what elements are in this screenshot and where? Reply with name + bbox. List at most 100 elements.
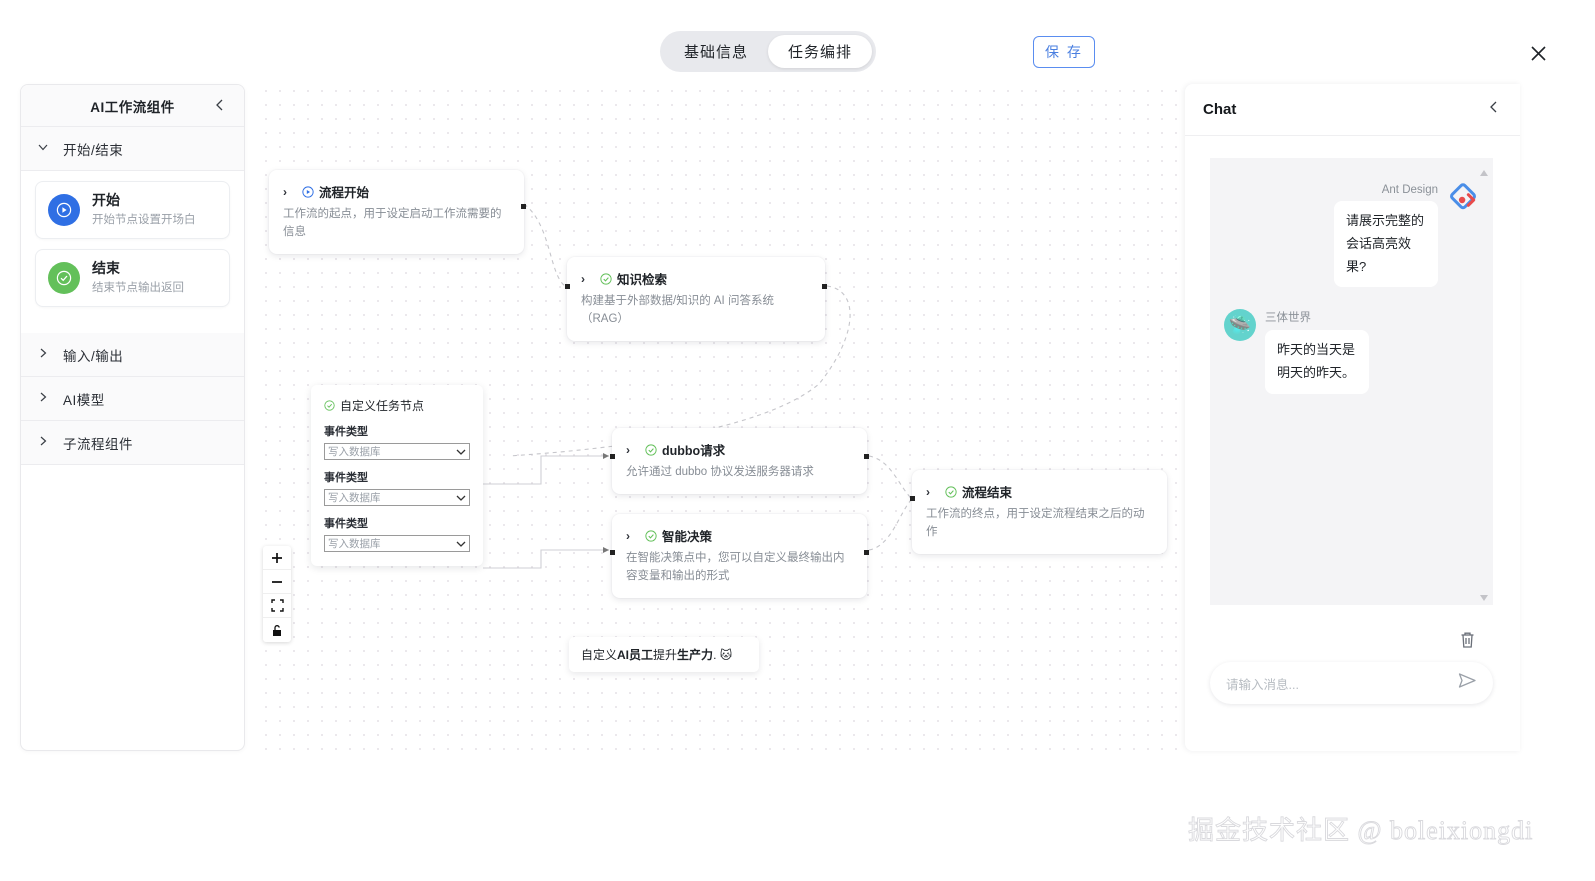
node-dubbo-request[interactable]: › dubbo请求 允许通过 dubbo 协议发送服务器请求 (610, 428, 869, 494)
view-mode-segmented-control[interactable]: 基础信息 任务编排 (660, 31, 876, 72)
send-icon[interactable] (1458, 672, 1477, 694)
node-description: 在智能决策点中，您可以自定义最终输出内容变量和输出的形式 (626, 552, 845, 582)
lock-icon[interactable] (263, 618, 291, 642)
chat-message-bubble: 请展示完整的会话高亮效果? (1334, 201, 1438, 288)
tab-basic-info[interactable]: 基础信息 (683, 44, 748, 61)
scroll-up-arrow-icon[interactable] (1479, 164, 1489, 176)
edge-decision-to-end (868, 499, 912, 551)
node-knowledge-retrieval[interactable]: › 知识检索 构建基于外部数据/知识的 AI 问答系统（RAG） (565, 257, 827, 341)
chevron-right-icon (37, 346, 49, 364)
node-title: 流程开始 (319, 186, 370, 200)
sidebar-item-title: 开始 (92, 191, 120, 208)
node-title: dubbo请求 (662, 444, 726, 458)
chevron-right-icon[interactable]: › (626, 442, 630, 457)
check-circle-icon (645, 443, 657, 456)
chat-message-sender: 三体世界 (1265, 312, 1311, 325)
canvas-toolbar (263, 546, 291, 642)
tab-task-orchestration[interactable]: 任务编排 (768, 35, 872, 68)
chevron-down-icon (456, 495, 466, 501)
chat-title: Chat (1203, 101, 1237, 118)
save-button[interactable]: 保 存 (1033, 36, 1095, 68)
node-intelligent-decision[interactable]: › 智能决策 在智能决策点中，您可以自定义最终输出内容变量和输出的形式 (610, 514, 869, 598)
node-title-wrap: 流程开始 (302, 182, 369, 201)
sidebar-group-items: 开始 开始节点设置开场白 结束 结束节点输出返回 (21, 171, 244, 333)
chevron-down-icon (456, 541, 466, 547)
check-circle-icon (645, 529, 657, 542)
zoom-out-icon[interactable] (263, 570, 291, 594)
sidebar-title: AI工作流组件 (90, 99, 175, 115)
sidebar-header: AI工作流组件 (21, 85, 244, 127)
select-value: 写入数据库 (328, 492, 381, 504)
node-port-left[interactable] (610, 550, 615, 555)
chevron-right-icon[interactable]: › (581, 271, 585, 286)
text-note-bold-2: 生产力 (677, 648, 714, 662)
node-flow-end[interactable]: › 流程结束 工作流的终点，用于设定流程结束之后的动作 (910, 470, 1167, 554)
select-event-type-3[interactable]: 写入数据库 (324, 535, 470, 552)
check-circle-icon (945, 485, 957, 498)
chat-input-placeholder[interactable]: 请输入消息... (1226, 677, 1299, 692)
sidebar-item-title: 结束 (92, 259, 120, 276)
sidebar-item-desc: 开始节点设置开场白 (92, 213, 196, 226)
sidebar-group-label: 开始/结束 (63, 142, 124, 158)
node-title: 智能决策 (662, 530, 713, 544)
text-note-bold-1: AI员工 (617, 648, 654, 662)
sidebar-item-start[interactable]: 开始 开始节点设置开场白 (35, 181, 230, 239)
sidebar-group-subflow[interactable]: 子流程组件 (21, 421, 244, 465)
close-icon[interactable] (1526, 41, 1550, 65)
node-port-left[interactable] (910, 496, 915, 501)
node-title-wrap: 智能决策 (645, 526, 712, 545)
edge-arrowheads (603, 453, 609, 553)
scroll-down-arrow-icon[interactable] (1479, 589, 1489, 601)
node-title: 自定义任务节点 (340, 399, 425, 413)
node-port-right[interactable] (822, 284, 827, 289)
node-port-left[interactable] (610, 454, 615, 459)
sidebar-group-label: 输入/输出 (63, 348, 124, 364)
sidebar-item-end[interactable]: 结束 结束节点输出返回 (35, 249, 230, 307)
text-note-suffix: . 🐱 (713, 647, 733, 662)
chat-message: Ant Design 请展示完整的会话高亮效果? (1210, 158, 1493, 288)
node-header: › 流程开始 (283, 182, 510, 201)
node-title: 知识检索 (617, 273, 668, 287)
check-circle-icon (600, 272, 612, 285)
top-bar: 基础信息 任务编排 保 存 (0, 0, 1595, 80)
chat-input-bar[interactable]: 请输入消息... (1210, 662, 1493, 704)
node-text-note[interactable]: 自定义 AI员工 提升 生产力. 🐱 (569, 637, 759, 672)
node-flow-start[interactable]: › 流程开始 工作流的起点，用于设定启动工作流需要的信息 (269, 170, 526, 254)
chevron-right-icon[interactable]: › (926, 484, 930, 499)
text-note-mid: 提升 (653, 648, 678, 662)
select-value: 写入数据库 (328, 446, 381, 458)
edge-task-to-dubbo (483, 455, 607, 485)
chevron-right-icon[interactable]: › (283, 184, 287, 199)
select-event-type-2[interactable]: 写入数据库 (324, 489, 470, 506)
check-circle-icon (324, 400, 335, 411)
node-port-left[interactable] (565, 284, 570, 289)
edge-dubbo-to-end (868, 455, 912, 499)
chat-message: 🛸 三体世界 昨天的当天是明天的昨天。 (1210, 287, 1493, 394)
select-value: 写入数据库 (328, 538, 381, 550)
chat-message-list[interactable]: Ant Design 请展示完整的会话高亮效果? 🛸 (1210, 158, 1493, 605)
sidebar-group-input-output[interactable]: 输入/输出 (21, 333, 244, 377)
chevron-left-icon[interactable] (212, 97, 228, 115)
chevron-right-icon[interactable]: › (626, 528, 630, 543)
node-port-right[interactable] (864, 550, 869, 555)
chevron-left-icon[interactable] (1486, 99, 1502, 120)
chat-panel: Chat Ant Design 请展示完整的会话高亮效果? (1185, 84, 1520, 751)
sidebar-group-ai-model[interactable]: AI模型 (21, 377, 244, 421)
field-label-event-type-3: 事件类型 (324, 518, 368, 530)
sidebar-group-start-end[interactable]: 开始/结束 (21, 127, 244, 171)
chat-message-bubble: 昨天的当天是明天的昨天。 (1265, 330, 1369, 394)
node-description: 允许通过 dubbo 协议发送服务器请求 (626, 466, 814, 478)
node-port-right[interactable] (521, 204, 526, 209)
node-custom-task[interactable]: 自定义任务节点 事件类型 写入数据库 事件类型 写入数据库 事件类型 写入数据库 (311, 385, 483, 566)
sidebar-group-label: 子流程组件 (63, 436, 133, 452)
zoom-in-icon[interactable] (263, 546, 291, 570)
fit-view-icon[interactable] (263, 594, 291, 618)
chevron-right-icon (37, 390, 49, 408)
check-circle-icon (48, 262, 80, 294)
component-sidebar: AI工作流组件 开始/结束 开始 开始节点设置开 (20, 84, 245, 751)
ufo-avatar-icon: 🛸 (1224, 309, 1256, 342)
play-circle-icon (302, 185, 314, 198)
select-event-type-1[interactable]: 写入数据库 (324, 443, 470, 460)
node-port-right[interactable] (864, 454, 869, 459)
trash-icon[interactable] (1459, 631, 1476, 654)
